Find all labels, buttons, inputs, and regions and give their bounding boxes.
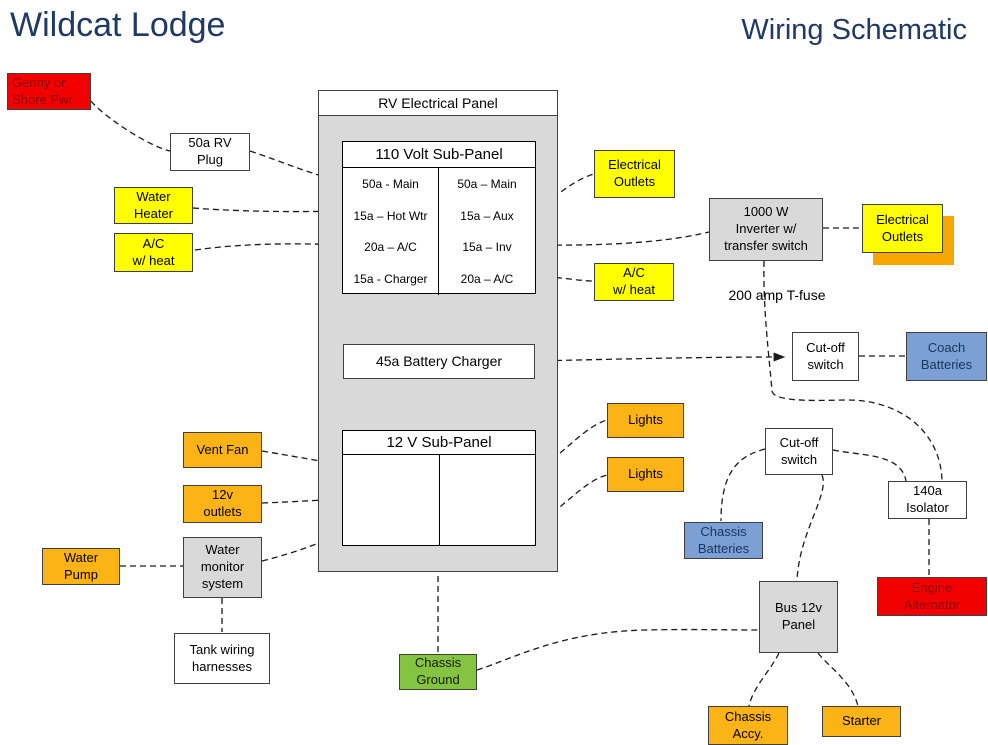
electrical-outlets-top: Electrical Outlets	[594, 150, 675, 198]
genny-shore-pwr: Genny or Shore Pwr	[7, 73, 91, 110]
starter: Starter	[822, 706, 901, 737]
sub-panel-12v-body	[343, 455, 535, 546]
wire-battery-charger-45a-to-cutoff-switch-top	[535, 352, 786, 362]
chassis-accy: Chassis Accy.	[708, 706, 788, 745]
electrical-outlets-right: Electrical Outlets	[862, 204, 943, 253]
lights-1: Lights	[607, 403, 684, 438]
sub-panel-110v: 110 Volt Sub-Panel 50a - Main 50a – Main…	[342, 141, 536, 295]
coach-batteries: Coach Batteries	[906, 332, 987, 381]
wire-water-monitor-system-to-sub12-panel	[261, 531, 343, 562]
breaker-50a-main-left: 50a - Main	[343, 168, 439, 200]
breaker-20a-ac-left: 20a – A/C	[343, 231, 439, 264]
chassis-batteries: Chassis Batteries	[684, 522, 763, 559]
breaker-15a-inv: 15a – Inv	[462, 240, 512, 255]
cutoff-switch-top: Cut-off switch	[792, 332, 859, 381]
breaker-15a-charger: 15a - Charger	[343, 263, 439, 295]
outlets-12v: 12v outlets	[183, 485, 262, 523]
wire-breaker-15a-inv-to-inverter-1000w	[535, 231, 710, 246]
water-monitor-system: Water monitor system	[183, 537, 262, 598]
sub-panel-12v: 12 V Sub-Panel	[342, 430, 536, 546]
wire-cutoff-switch-bottom-to-isolator-140a	[832, 449, 907, 482]
t-fuse-label: 200 amp T-fuse	[728, 286, 826, 303]
water-pump: Water Pump	[42, 548, 120, 585]
lights-2: Lights	[607, 457, 684, 492]
wire-chassis-ground-to-bus-12v-panel	[476, 628, 760, 671]
inverter-1000w: 1000 W Inverter w/ transfer switch	[709, 198, 823, 261]
tank-wiring-harnesses: Tank wiring harnesses	[174, 633, 270, 684]
wire-genny-shore-pwr-to-rv-plug-50a	[90, 100, 171, 152]
vent-fan: Vent Fan	[183, 432, 262, 468]
rv-plug-50a: 50a RV Plug	[170, 133, 250, 171]
breaker-15a-hot-wtr: 15a – Hot Wtr	[343, 199, 439, 232]
water-heater: Water Heater	[114, 187, 193, 224]
sub-panel-110v-title: 110 Volt Sub-Panel	[343, 142, 535, 168]
ac-with-heat-right: A/C w/ heat	[594, 263, 674, 301]
wire-bus-12v-panel-to-starter	[817, 652, 859, 707]
sub-panel-12v-title: 12 V Sub-Panel	[343, 431, 535, 455]
wire-bus-12v-panel-to-chassis-accy	[748, 652, 780, 707]
page-title: Wildcat Lodge	[10, 6, 226, 44]
page-subtitle: Wiring Schematic	[741, 14, 967, 46]
ac-with-heat-left: A/C w/ heat	[114, 233, 193, 272]
wire-cutoff-switch-bottom-to-chassis-batteries	[720, 448, 766, 522]
bus-12v-panel: Bus 12v Panel	[759, 581, 838, 653]
wire-cutoff-switch-bottom-to-bus-12v-panel	[796, 474, 824, 582]
breaker-grid: 50a - Main 50a – Main 15a – Hot Wtr 15a …	[343, 168, 535, 295]
cutoff-switch-bottom: Cut-off switch	[765, 428, 833, 475]
isolator-140a: 140a Isolator	[888, 481, 967, 519]
breaker-20a-ac-right: 20a – A/C	[460, 272, 514, 287]
wire-rv-plug-50a-to-breaker-50a-main-left	[249, 150, 343, 182]
chassis-ground: Chassis Ground	[399, 654, 477, 690]
sub-panel-12v-divider	[439, 455, 440, 546]
battery-charger-45a: 45a Battery Charger	[343, 344, 535, 379]
breaker-50a-main-right: 50a – Main	[457, 176, 517, 191]
rv-electrical-panel-title: RV Electrical Panel	[319, 91, 557, 116]
breaker-15a-aux: 15a – Aux	[460, 208, 514, 223]
engine-alternator: Engine Alternator	[877, 577, 987, 616]
